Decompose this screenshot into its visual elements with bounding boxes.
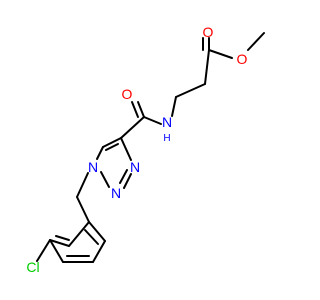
bond-ring-1: [68, 221, 90, 247]
bond-nh-amide-c: [143, 116, 162, 125]
bond-ring-6-inner: [55, 235, 70, 241]
bond-amide-carbonyl-2: [131, 101, 139, 118]
bond-methyl-o: [247, 32, 265, 51]
bond-triazole-n3-c4: [120, 137, 132, 161]
atom-chlorine: Cl: [26, 259, 39, 275]
bond-ring-cl: [36, 239, 51, 262]
bond-ester-c-ch2: [204, 49, 210, 85]
bond-ring-6: [49, 239, 70, 247]
atom-triazole-n2: N: [111, 185, 121, 201]
bond-amide-carbonyl-1: [137, 101, 145, 118]
molecule-structure: O O O N H N N N Cl: [26, 24, 265, 275]
bond-n1-ch2: [76, 172, 89, 198]
bond-triazole-n2-n3-1: [123, 173, 132, 189]
atom-triazole-n1: N: [88, 159, 98, 175]
bond-amide-c-triazole: [120, 116, 145, 139]
atom-ester-o: O: [237, 51, 248, 67]
atom-amide-h: H: [163, 133, 170, 144]
bond-triazole-n1-n2: [100, 171, 110, 188]
atom-triazole-n3: N: [130, 159, 140, 175]
bond-triazole-c5-n1: [96, 146, 104, 160]
atom-amide-n: N: [162, 114, 172, 130]
bond-ch2-nh: [171, 96, 177, 117]
bond-triazole-c4-c5: [102, 137, 122, 148]
bond-ch2-ch2: [175, 83, 206, 98]
bond-ring-3: [92, 240, 106, 263]
bonds: [36, 32, 265, 263]
bond-o-ester-carbon: [208, 49, 233, 59]
bond-ch2-aryl: [76, 196, 90, 223]
bond-ring-2: [88, 221, 106, 242]
bond-ring-2-inner: [84, 229, 99, 245]
bond-triazole-n2-n3-2: [119, 169, 128, 184]
bond-triazole-c4-c5-inner: [105, 143, 119, 151]
bond-ring-5: [49, 239, 64, 263]
atom-amide-o: O: [122, 86, 133, 102]
atom-labels: O O O N H N N N Cl: [26, 24, 247, 275]
atom-carbonyl-o-ester: O: [203, 24, 214, 40]
